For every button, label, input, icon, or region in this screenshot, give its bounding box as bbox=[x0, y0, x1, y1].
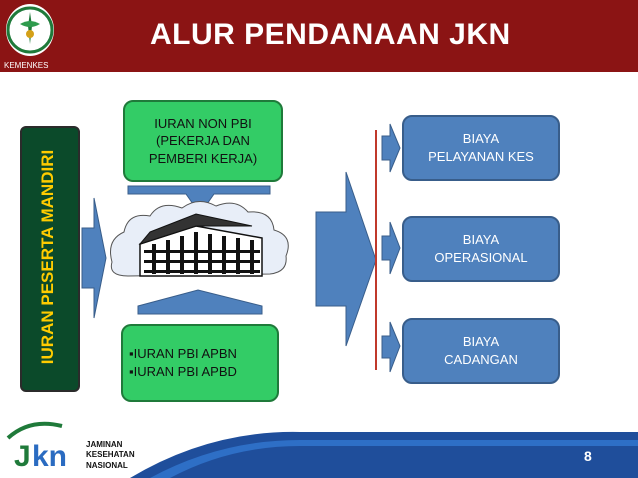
jkn-caption: JAMINAN KESEHATAN NASIONAL bbox=[86, 440, 135, 471]
iuran-pbi-box: ▪IURAN PBI APBN ▪IURAN PBI APBD bbox=[121, 324, 279, 402]
jkn-logo-icon: J kn bbox=[6, 421, 67, 473]
top-box-line-2: (PEKERJA DAN bbox=[156, 133, 250, 149]
biaya-cadangan-box: BIAYA CADANGAN bbox=[402, 318, 560, 384]
logo-label: KEMENKES bbox=[4, 61, 49, 70]
bottom-box-line-1: ▪IURAN PBI APBN bbox=[129, 346, 237, 362]
output-2-line-1: BIAYA bbox=[462, 232, 500, 248]
output-arrow-2 bbox=[381, 221, 401, 275]
page-title: ALUR PENDANAAN JKN bbox=[150, 18, 511, 51]
iuran-non-pbi-box: IURAN NON PBI (PEKERJA DAN PEMBERI KERJA… bbox=[123, 100, 283, 182]
output-3-line-1: BIAYA bbox=[462, 334, 500, 350]
footer-bar bbox=[130, 431, 638, 478]
jkn-caption-line-3: NASIONAL bbox=[86, 460, 128, 470]
output-3-line-2: CADANGAN bbox=[444, 352, 518, 367]
kemenkes-logo bbox=[6, 4, 54, 56]
kemenkes-emblem-icon bbox=[6, 6, 54, 54]
output-arrow-1 bbox=[381, 123, 401, 173]
up-arrow bbox=[137, 289, 263, 315]
biaya-pelayanan-box: BIAYA PELAYANAN KES bbox=[402, 115, 560, 181]
top-box-line-3: PEMBERI KERJA) bbox=[148, 150, 258, 166]
jkn-caption-line-1: JAMINAN bbox=[86, 440, 123, 449]
jkn-caption-line-2: KESEHATAN bbox=[86, 450, 135, 460]
page-number: 8 bbox=[584, 448, 592, 464]
biaya-operasional-box: BIAYA OPERASIONAL bbox=[402, 216, 560, 282]
output-1-line-1: BIAYA bbox=[462, 131, 500, 147]
iuran-peserta-mandiri-box bbox=[20, 126, 80, 392]
svg-text:J: J bbox=[14, 440, 31, 473]
building-icon bbox=[110, 201, 289, 277]
output-arrow-3 bbox=[381, 321, 401, 373]
output-1-line-2: PELAYANAN KES bbox=[428, 149, 534, 164]
output-2-line-2: OPERASIONAL bbox=[434, 250, 528, 265]
top-box-line-1: IURAN NON PBI bbox=[154, 115, 252, 131]
left-arrow bbox=[81, 197, 107, 319]
header-bar bbox=[0, 0, 638, 72]
big-right-arrow bbox=[315, 171, 377, 347]
svg-text:kn: kn bbox=[32, 440, 67, 473]
bottom-box-line-2: ▪IURAN PBI APBD bbox=[129, 364, 237, 379]
